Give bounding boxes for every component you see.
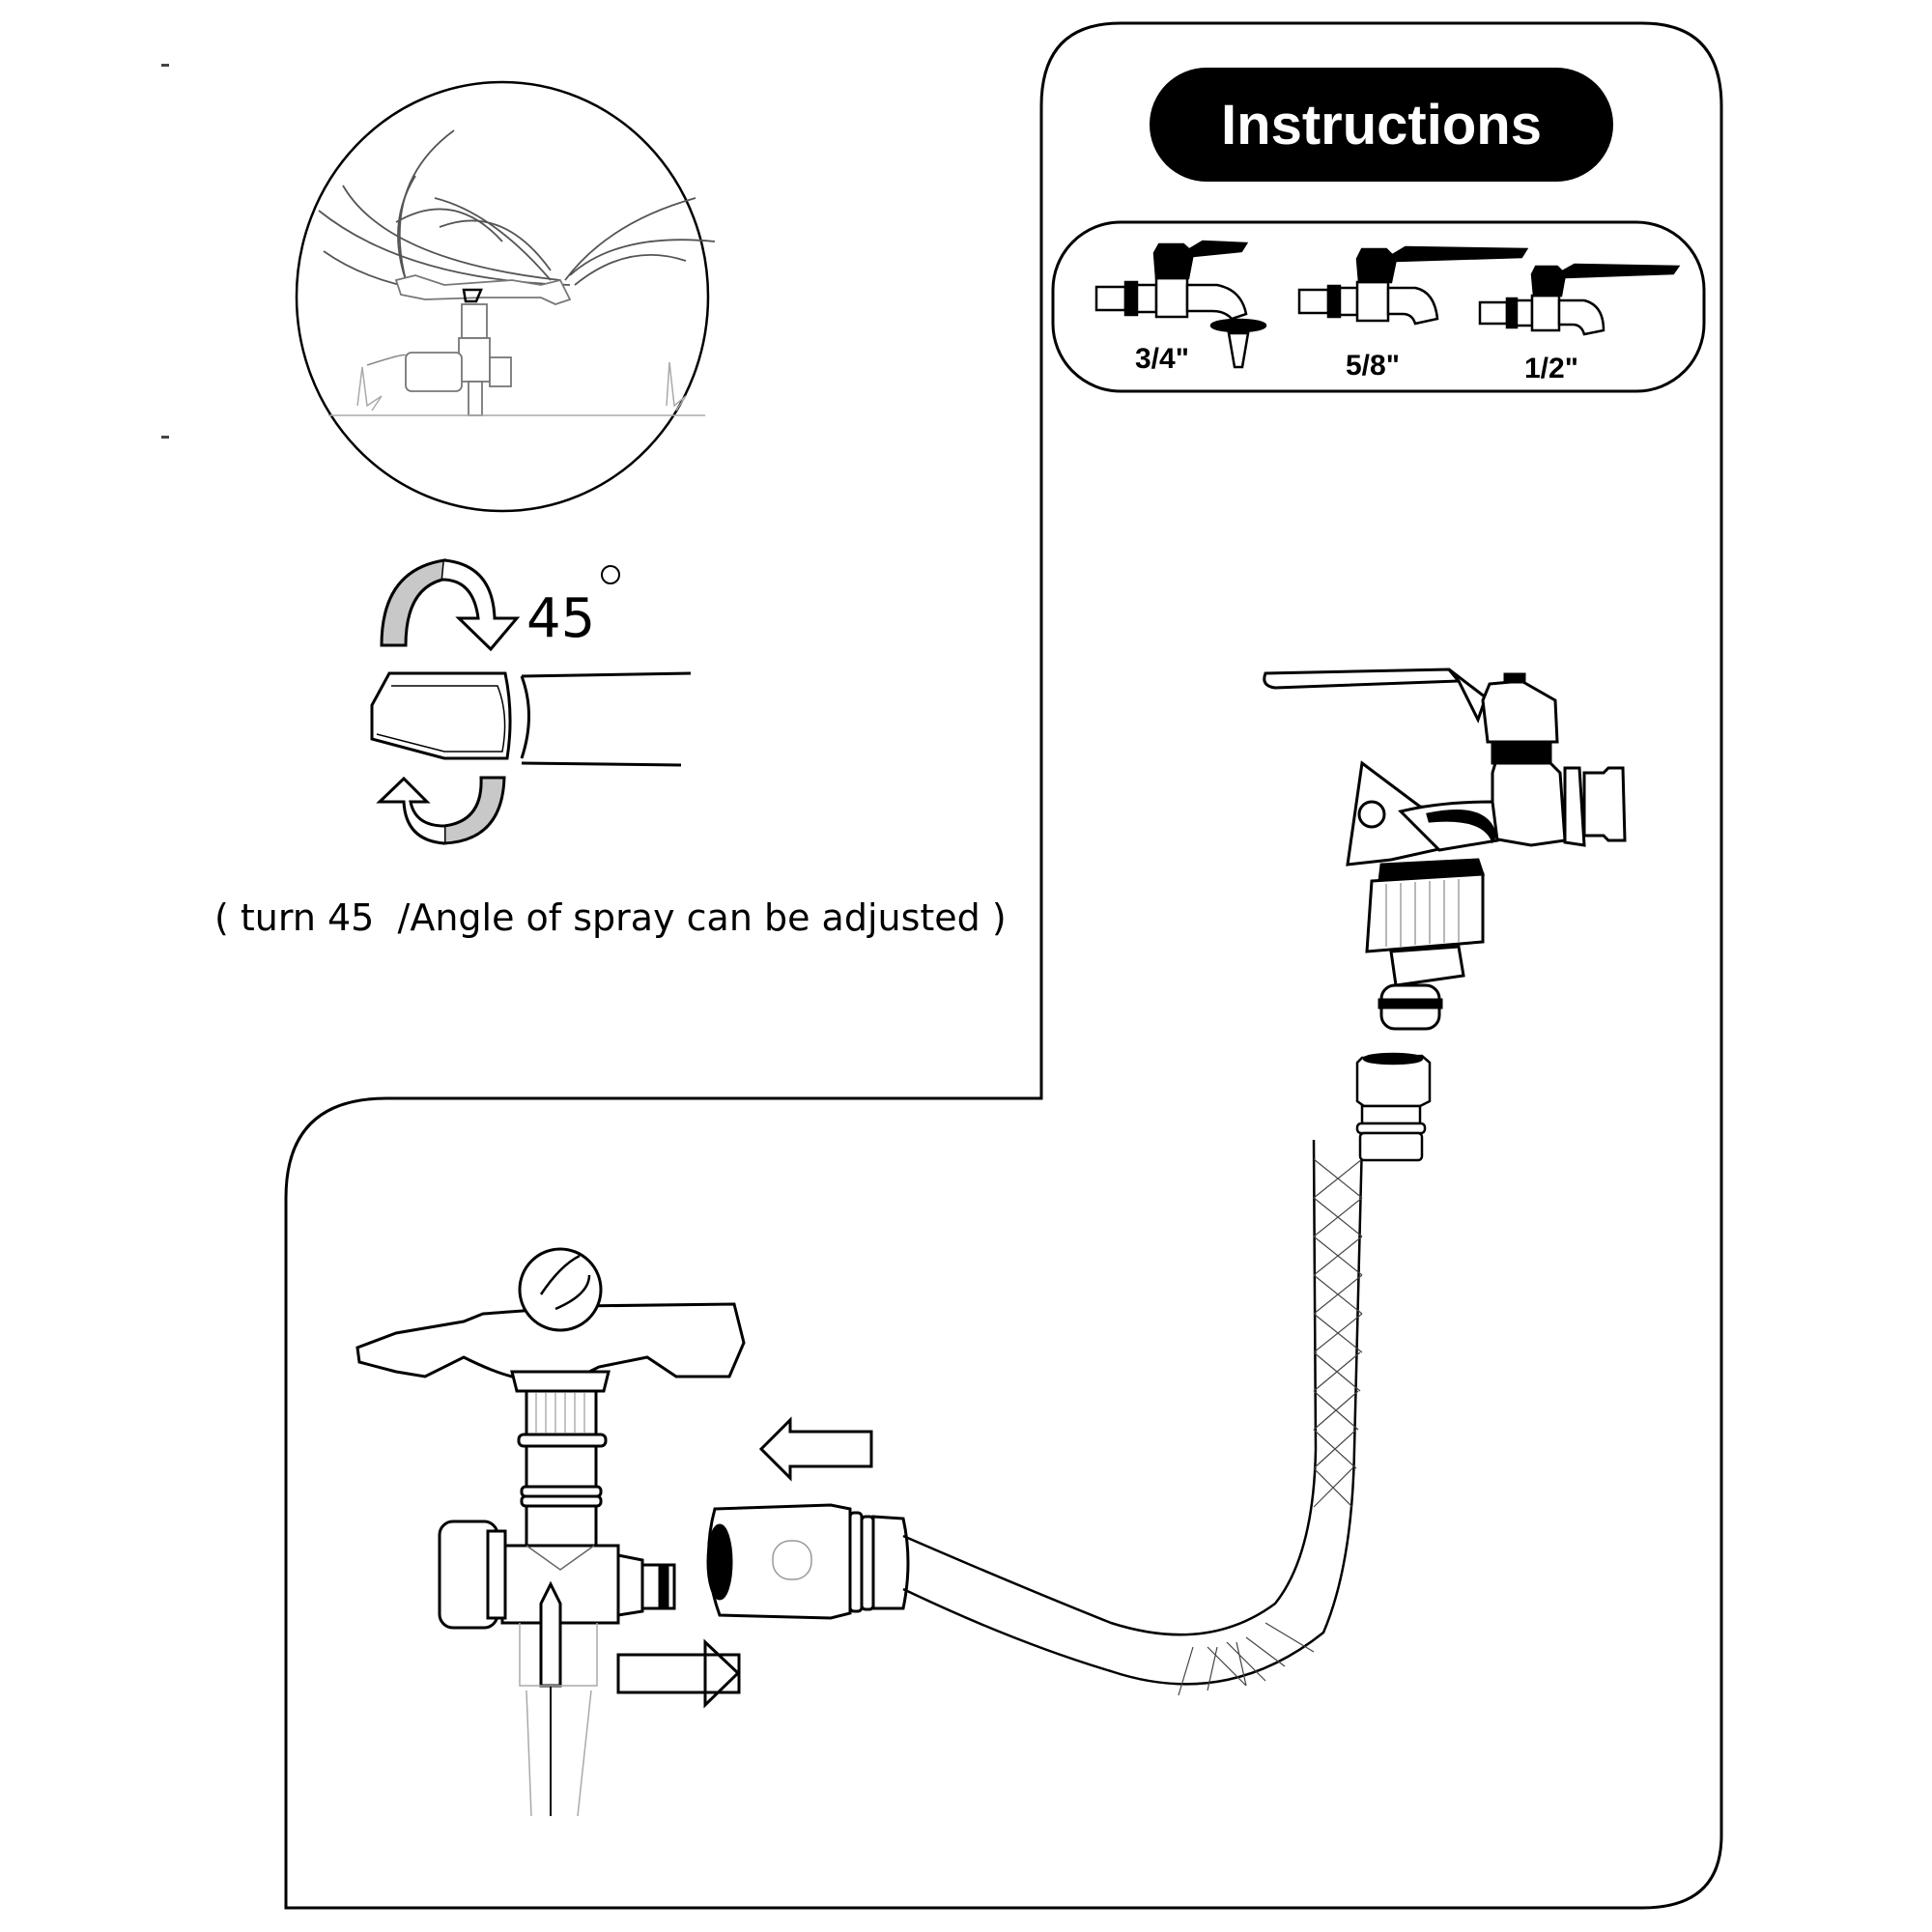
faucet-size-box: [1051, 220, 1706, 393]
wall-faucet-with-adapter: [1263, 668, 1627, 1031]
quick-connector-bottom: [706, 1503, 910, 1620]
quick-connector-top: [1355, 1052, 1432, 1162]
faucet-size-label: 1/2": [1524, 353, 1578, 384]
panel-frame: [284, 21, 1723, 1910]
garden-hose: [902, 1139, 1364, 1696]
instructions-title: Instructions: [1150, 68, 1613, 182]
degree-symbol-icon: [601, 565, 620, 584]
pull-arrow-right-icon: [616, 1638, 741, 1709]
rotation-angle-label: 45: [526, 587, 596, 650]
push-arrow-left-icon: [758, 1416, 873, 1482]
rotate-clockwise-arrow-icon: [380, 558, 521, 652]
sprinkler-head: [355, 1247, 746, 1817]
sprinkler-spray-illustration: [295, 80, 716, 513]
rotation-caption: ( turn 45 /Angle of spray can be adjuste…: [214, 896, 1007, 939]
dash-mark: [161, 436, 169, 439]
dash-mark: [161, 64, 169, 67]
rotate-counterclockwise-arrow-icon: [376, 776, 506, 845]
faucet-size-label: 3/4": [1135, 343, 1189, 375]
faucet-5-8-icon: [1297, 245, 1529, 326]
faucet-1-2-icon: [1478, 263, 1681, 336]
faucet-3-4-icon: [1094, 240, 1267, 369]
faucet-size-label: 5/8": [1346, 350, 1400, 382]
sprinkler-arm-nozzle: [370, 671, 692, 767]
